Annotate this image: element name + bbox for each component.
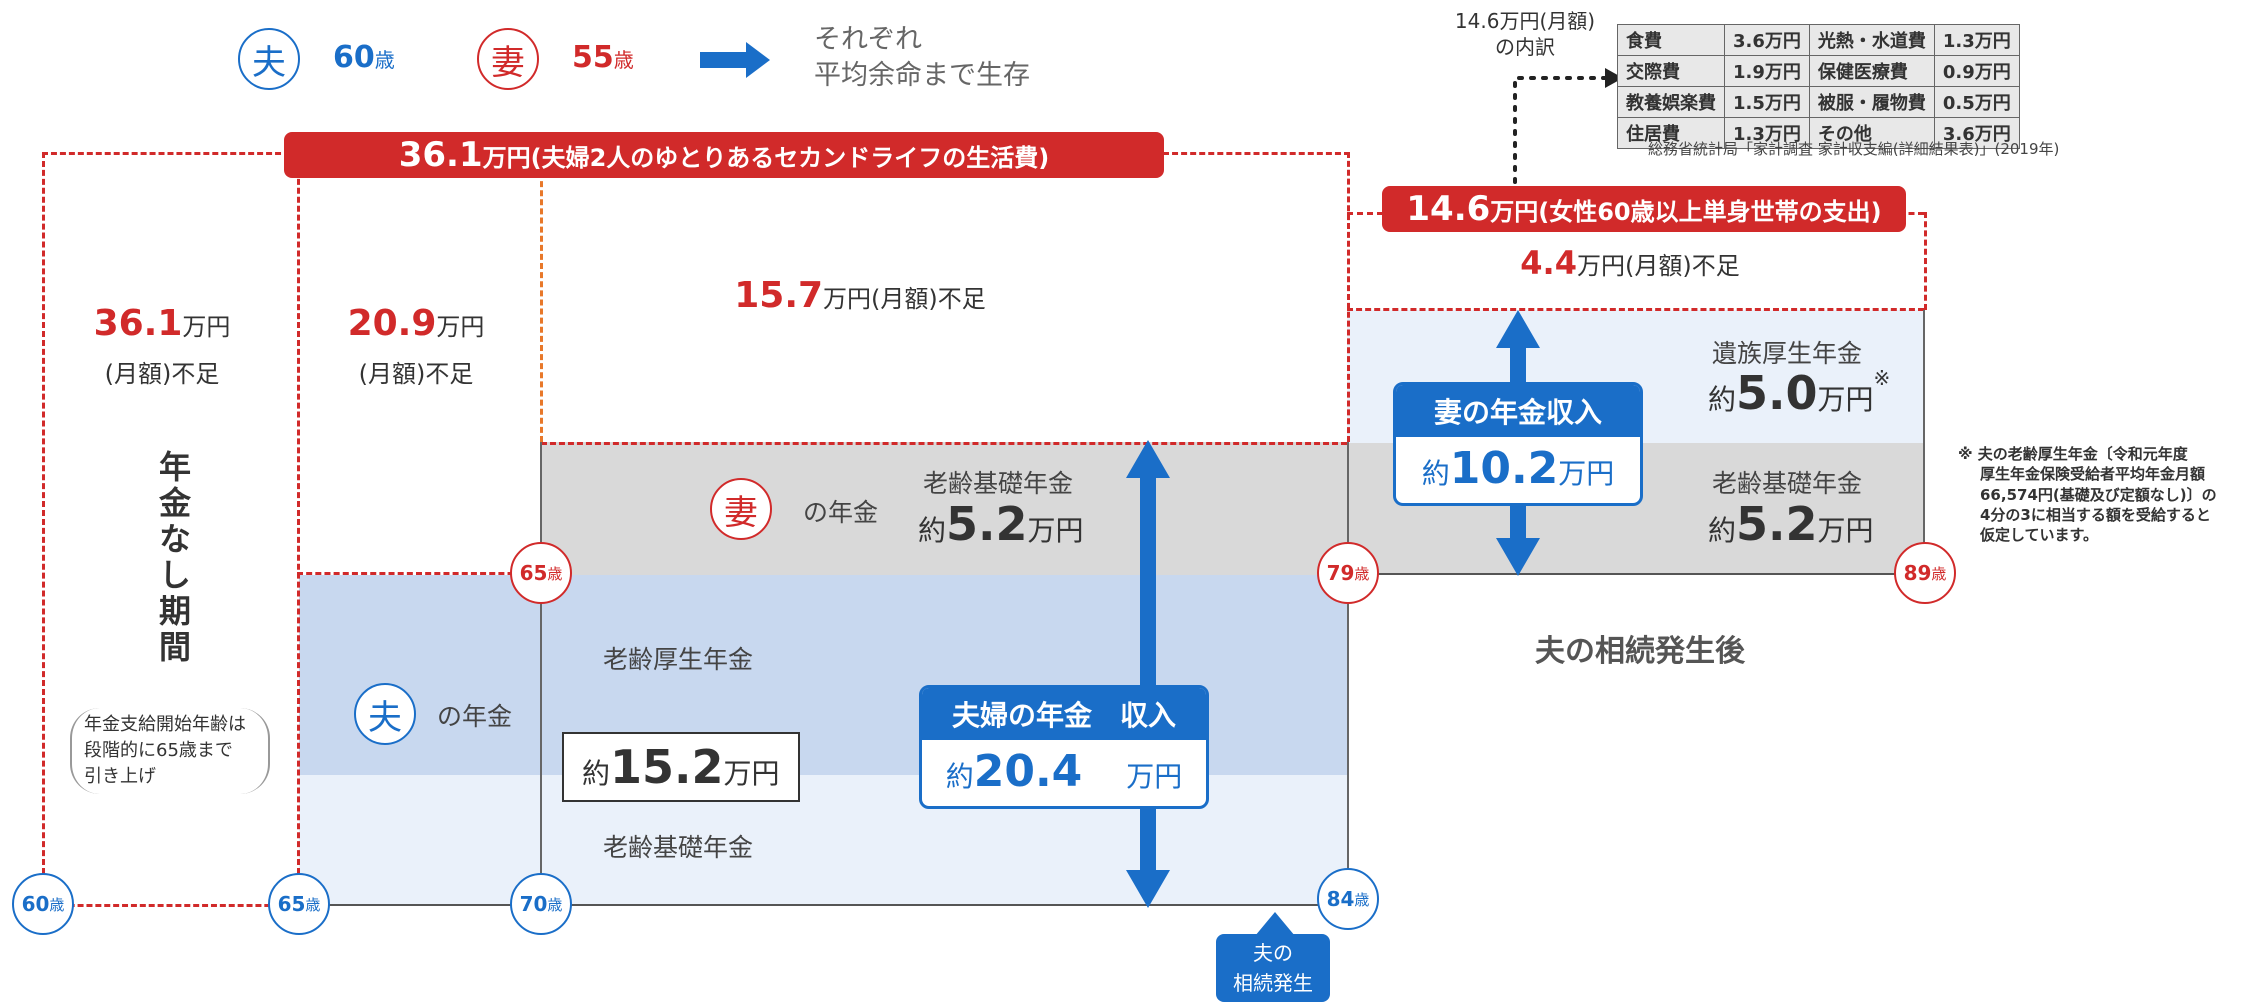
dashed-line [42, 152, 45, 874]
dashed-line [540, 172, 543, 442]
husband-pension-label: の年金 [437, 702, 513, 731]
no-pension-note: 年金支給開始年齢は 段階的に65歳まで 引き上げ [70, 708, 270, 794]
dashed-line [1347, 212, 1383, 215]
tag-pointer-icon [1255, 912, 1295, 936]
breakdown-value: 3.6万円 [1933, 117, 2020, 149]
solid-line [1923, 310, 1925, 574]
inheritance-tag: 夫の 相続発生 [1216, 934, 1330, 1002]
husband-icon: 夫 [238, 28, 300, 90]
after-basic-label: 老齢基礎年金 [1712, 469, 1863, 498]
wife-pension-icon: 妻 [710, 478, 772, 540]
shortage-60-65: 36.1万円 (月額)不足 [93, 303, 231, 388]
breakdown-value: 1.9万円 [1724, 55, 1810, 87]
dashed-line [1347, 152, 1350, 442]
dashed-line [297, 572, 541, 575]
after-basic-amount: 約5.2万円 [1708, 497, 1874, 551]
breakdown-item: 光熱・水道費 [1808, 24, 1935, 56]
breakdown-value: 0.9万円 [1933, 55, 2020, 87]
solid-line [540, 442, 542, 904]
dashed-line [42, 152, 290, 155]
survivor-label: 遺族厚生年金 [1712, 339, 1863, 368]
arrow-right-icon [700, 42, 770, 78]
double-arrow-icon [1126, 440, 1170, 908]
wife-pension-area [541, 442, 1347, 575]
wife-icon: 妻 [477, 28, 539, 90]
wife-pension-label: の年金 [803, 498, 879, 527]
breakdown-value: 1.5万円 [1724, 86, 1810, 118]
breakdown-item: 住居費 [1617, 117, 1725, 149]
breakdown-item: 教養娯楽費 [1617, 86, 1725, 118]
dashed-line [1163, 152, 1350, 155]
breakdown-item: 被服・履物費 [1808, 86, 1935, 118]
husband-basic-label: 老齢基礎年金 [603, 833, 754, 862]
dashed-line [1924, 212, 1927, 310]
no-pension-title: 年金なし期間 [154, 450, 192, 666]
solid-line [299, 904, 1347, 906]
breakdown-item: 交際費 [1617, 55, 1725, 87]
footnote: ※ 夫の老齢厚生年金〔令和元年度 厚生年金保険受給者平均年金月額 66,574円… [1958, 445, 2217, 544]
legend-husband-age: 60歳 [333, 40, 395, 75]
dashed-line [42, 904, 297, 907]
husband-pension-amount: 約15.2万円 [562, 732, 800, 802]
shortage-couple: 15.7万円(月額)不足 [734, 275, 986, 316]
solid-line [1347, 573, 1924, 575]
breakdown-value: 1.3万円 [1933, 24, 2020, 56]
dashed-line [541, 442, 1347, 445]
dotted-connector-icon [1513, 68, 1623, 184]
breakdown-value: 1.3万円 [1724, 117, 1810, 149]
breakdown-caption: 14.6万円(月額) の内訳 [1454, 9, 1596, 59]
breakdown-source: 総務省統計局「家計調査 家計収支編(詳細結果表)」(2019年) [1648, 140, 2060, 158]
shortage-65-70: 20.9万円 (月額)不足 [347, 303, 485, 388]
breakdown-item: 保健医療費 [1808, 55, 1935, 87]
wife-basic-label: 老齢基礎年金 [923, 469, 1074, 498]
husband-pension-icon: 夫 [354, 683, 416, 745]
dashed-line [297, 152, 300, 874]
dashed-line [1347, 308, 1924, 311]
legend-wife-age: 55歳 [572, 40, 634, 75]
solid-line [1347, 442, 1349, 904]
breakdown-value: 3.6万円 [1724, 24, 1810, 56]
survivor-amount: 約5.0万円※ [1708, 366, 1891, 420]
legend-caption: それぞれ 平均余命まで生存 [814, 24, 1030, 91]
after-inheritance-title: 夫の相続発生後 [1535, 634, 1745, 669]
husband-kosei-label: 老齢厚生年金 [603, 645, 754, 674]
breakdown-value: 0.5万円 [1933, 86, 2020, 118]
breakdown-item: その他 [1808, 117, 1935, 149]
shortage-single: 4.4万円(月額)不足 [1520, 244, 1740, 282]
breakdown-item: 食費 [1617, 24, 1725, 56]
wife-basic-amount: 約5.2万円 [918, 497, 1084, 551]
